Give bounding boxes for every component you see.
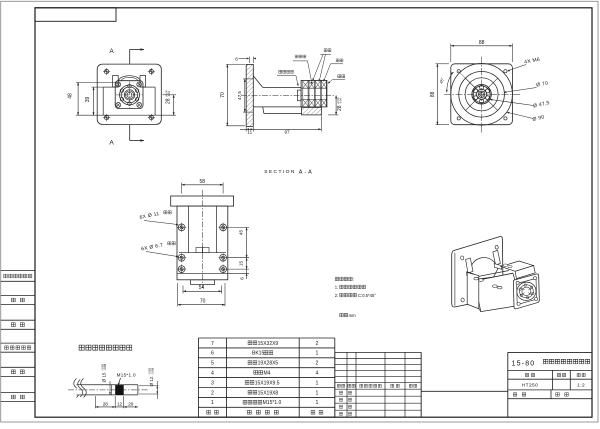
svg-text:12: 12 (117, 401, 123, 406)
svg-text:70: 70 (220, 92, 226, 98)
svg-text:15: 15 (239, 261, 244, 267)
svg-text:6X Ø 6.7: 6X Ø 6.7 (141, 242, 164, 252)
svg-text:19X28X5: 19X28X5 (258, 361, 279, 367)
svg-text:mm: mm (349, 313, 356, 318)
svg-text:6: 6 (240, 277, 245, 280)
svg-text:2: 2 (211, 390, 214, 396)
svg-text:A: A (109, 140, 114, 147)
svg-text:28: 28 (103, 401, 109, 406)
svg-text:Ø 15: Ø 15 (102, 372, 107, 382)
svg-text:4X M6: 4X M6 (524, 57, 541, 66)
svg-text:15-80: 15-80 (512, 361, 536, 368)
svg-text:54: 54 (199, 285, 205, 291)
svg-text:-0.008: -0.008 (104, 363, 107, 370)
svg-text::: : (353, 277, 354, 282)
svg-text:-0.04: -0.04 (168, 91, 171, 97)
svg-text:6X Ø 11: 6X Ø 11 (139, 211, 160, 221)
svg-text:28: 28 (337, 105, 343, 111)
svg-text:1: 1 (316, 380, 319, 386)
svg-text:97: 97 (284, 130, 290, 135)
svg-text:39: 39 (85, 97, 91, 103)
svg-text:20: 20 (128, 401, 134, 406)
svg-text:6: 6 (235, 57, 238, 62)
svg-text:Ø 70: Ø 70 (536, 80, 549, 88)
svg-text:2: 2 (316, 341, 319, 347)
svg-text:1: 1 (211, 400, 214, 406)
svg-text:15X19X9.5: 15X19X9.5 (255, 380, 280, 386)
svg-text:48: 48 (68, 93, 74, 99)
svg-text:M4: M4 (263, 370, 270, 376)
svg-text:3: 3 (211, 380, 214, 386)
svg-text:1:: 1: (335, 285, 339, 290)
svg-text:2:: 2: (335, 293, 339, 298)
svg-text:15X19X8: 15X19X8 (258, 390, 279, 396)
svg-text:28: 28 (166, 98, 172, 104)
svg-text:M15*1.0: M15*1.0 (263, 400, 282, 406)
svg-text:5: 5 (211, 361, 214, 367)
svg-text:-0.008: -0.008 (151, 367, 154, 374)
svg-text:45: 45 (239, 230, 244, 236)
svg-text:1: 1 (316, 351, 319, 357)
svg-text:2: 2 (316, 361, 319, 367)
svg-text:+0.04: +0.04 (165, 90, 168, 97)
svg-text:SECTION: SECTION (264, 169, 296, 175)
svg-text:M15*1.0: M15*1.0 (117, 373, 136, 378)
svg-text:45°: 45° (439, 77, 445, 84)
svg-text:C:0.5*45°: C:0.5*45° (358, 293, 376, 298)
svg-text:-0.04: -0.04 (340, 98, 343, 104)
svg-text:6: 6 (211, 351, 214, 357)
svg-text:Ø 47,5: Ø 47,5 (533, 100, 551, 109)
svg-text:Ø 12: Ø 12 (149, 376, 154, 386)
svg-text:15X32X9: 15X32X9 (258, 341, 279, 347)
svg-text:1:2: 1:2 (577, 382, 585, 388)
svg-text:47,5: 47,5 (237, 91, 242, 100)
svg-text:+0.04: +0.04 (337, 97, 340, 104)
svg-text:1: 1 (316, 400, 319, 406)
svg-text:70: 70 (200, 298, 206, 304)
svg-text:4: 4 (211, 370, 214, 376)
svg-text:1: 1 (316, 390, 319, 396)
svg-text:58: 58 (200, 179, 206, 185)
svg-text:-0.003: -0.003 (149, 367, 152, 374)
svg-text:7: 7 (211, 341, 214, 347)
svg-text:88: 88 (479, 40, 485, 46)
svg-text:BK15: BK15 (252, 351, 264, 357)
svg-text:Ø 90: Ø 90 (532, 114, 545, 123)
svg-text:A - A: A - A (299, 169, 312, 175)
svg-text:A: A (109, 48, 114, 55)
svg-text:4: 4 (316, 370, 319, 376)
svg-text:11: 11 (247, 130, 252, 135)
svg-text:88: 88 (430, 91, 436, 97)
svg-text:-0.003: -0.003 (101, 363, 104, 370)
svg-text:HT250: HT250 (522, 382, 538, 388)
